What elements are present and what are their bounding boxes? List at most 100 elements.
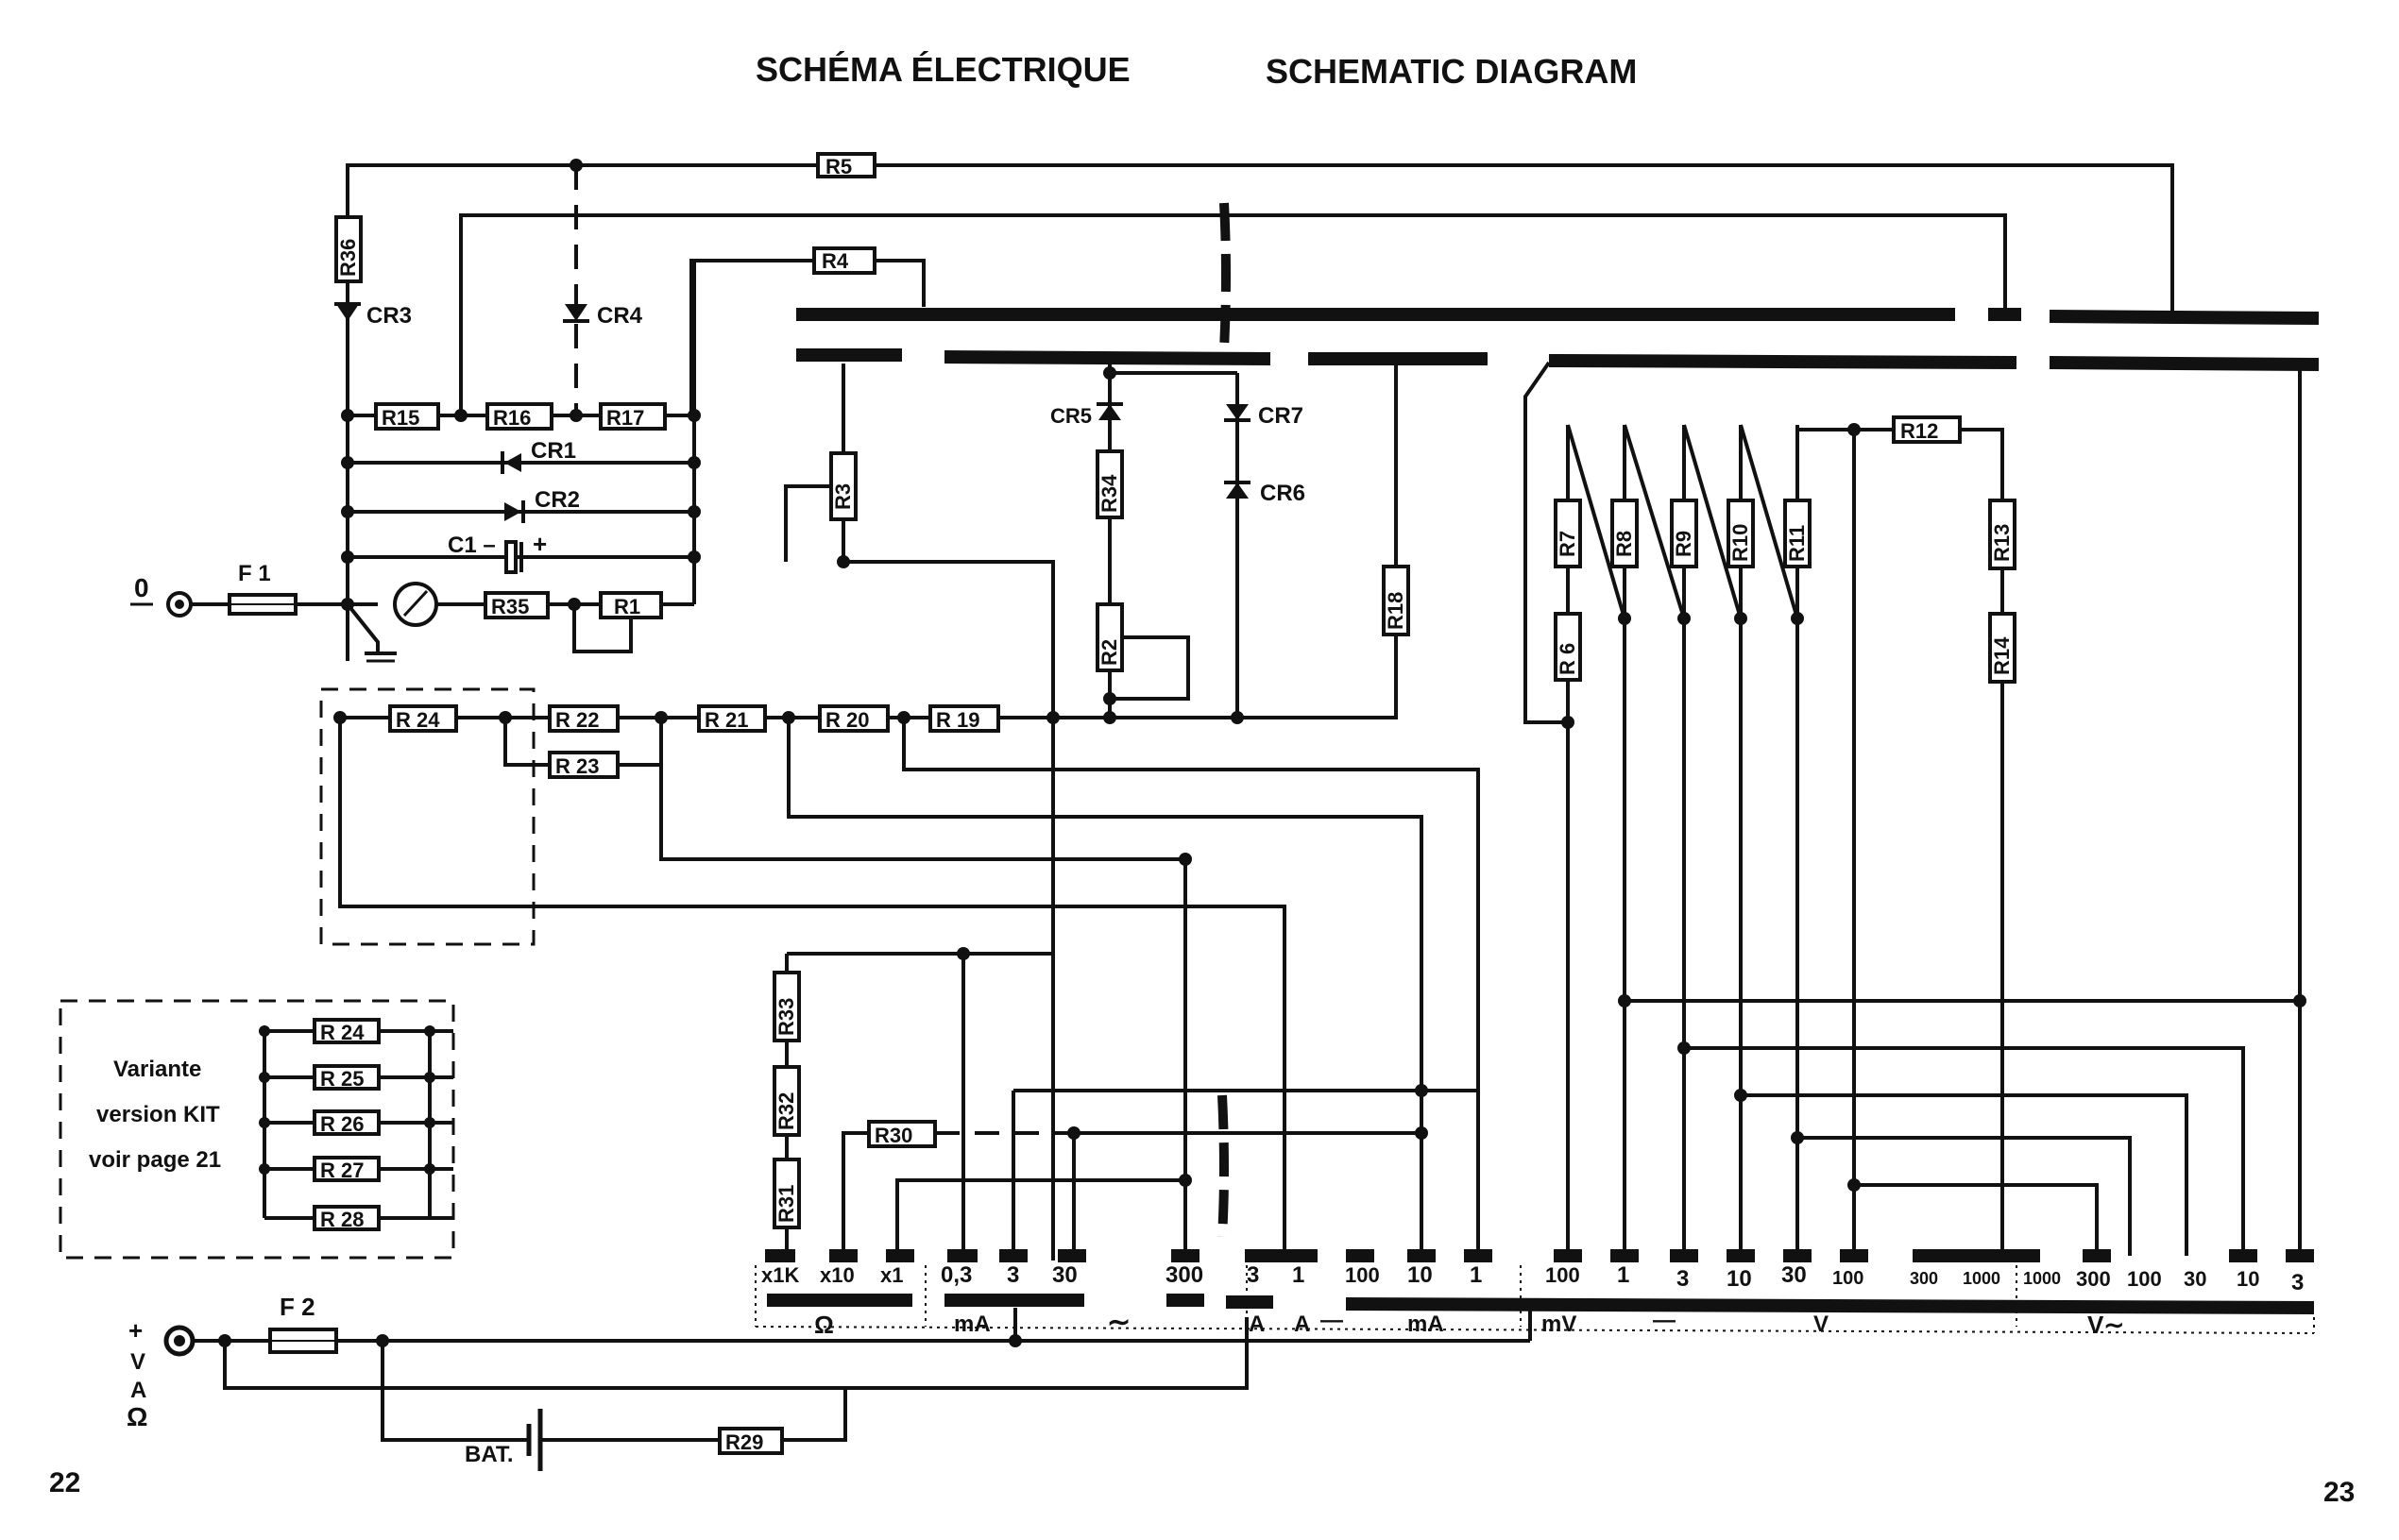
resistor-r36: R36 xyxy=(334,215,363,283)
r34-label: R34 xyxy=(1097,474,1121,513)
switch-bus-lower xyxy=(796,348,2320,371)
r7-label: R7 xyxy=(1556,531,1579,557)
resistor-r6: R 6 xyxy=(1554,612,1582,682)
group-ma-ac: mA xyxy=(954,1312,991,1337)
r35-label: R35 xyxy=(491,595,529,618)
r30-label: R30 xyxy=(875,1124,912,1147)
cr2-label: CR2 xyxy=(535,487,580,513)
pos-10-vac: 10 xyxy=(2237,1267,2259,1291)
pos-3-ma: 3 xyxy=(1007,1262,1019,1288)
resistor-r1: R1 xyxy=(572,591,663,653)
variant-r24-label: R 24 xyxy=(320,1021,365,1044)
r20-label: R 20 xyxy=(825,708,869,732)
fuse-f1: F 1 xyxy=(228,561,298,616)
junction-dots xyxy=(218,159,2306,1347)
group-dc-symbol-2: — xyxy=(1653,1308,1676,1333)
pos-3-vac: 3 xyxy=(2291,1270,2304,1295)
title-french: SCHÉMA ÉLECTRIQUE xyxy=(756,50,1131,89)
resistor-r4: R4 xyxy=(812,246,876,275)
pos-10-v: 10 xyxy=(1727,1266,1752,1292)
resistor-r12: R12 xyxy=(1892,415,1962,444)
r33-label: R33 xyxy=(774,998,798,1036)
r30-left xyxy=(842,1131,869,1256)
resistor-r29: R29 xyxy=(718,1427,784,1455)
variant-box xyxy=(59,999,455,1260)
pos-300-ma: 300 xyxy=(1165,1262,1203,1288)
diode-cr6: CR6 xyxy=(1224,481,1305,506)
variant-r25-label: R 25 xyxy=(320,1067,364,1091)
resistor-r20: R 20 xyxy=(818,704,890,733)
r22-label: R 22 xyxy=(555,708,599,732)
pos-x1k: x1K xyxy=(761,1263,799,1287)
group-ma-dc: mA xyxy=(1407,1312,1444,1337)
resistor-r11: R11 xyxy=(1783,499,1812,568)
pos-0-3: 0,3 xyxy=(941,1262,972,1288)
r29-label: R29 xyxy=(725,1430,763,1454)
diode-cr3: CR3 xyxy=(334,302,412,329)
group-ohm: Ω xyxy=(814,1311,834,1339)
switch-bus-upper xyxy=(796,308,2320,325)
pos-1000-v: 1000 xyxy=(1963,1269,2000,1288)
variant-text-1: Variante xyxy=(113,1057,201,1082)
diode-cr5: CR5 xyxy=(1050,402,1123,428)
resistor-r7: R7 xyxy=(1554,499,1582,568)
page-number-left: 22 xyxy=(49,1467,80,1498)
variant-r27-label: R 27 xyxy=(320,1159,364,1182)
variant-text-2: version KIT xyxy=(96,1102,220,1127)
resistor-r13: R13 xyxy=(1988,499,2016,570)
group-ac-symbol: ∼ xyxy=(1107,1307,1131,1338)
resistor-r17: R17 xyxy=(599,402,667,431)
r19-label: R 19 xyxy=(936,708,979,732)
r18-label: R18 xyxy=(1384,592,1407,630)
input-plus-terminal: + V A Ω xyxy=(127,1316,196,1431)
variant-text-3: voir page 21 xyxy=(89,1147,221,1173)
pos-100-vac: 100 xyxy=(2127,1267,2162,1291)
resistor-r22: R 22 xyxy=(548,704,620,733)
pos-1-v: 1 xyxy=(1617,1262,1629,1288)
top-wiring xyxy=(346,163,2174,415)
resistor-r3: R3 xyxy=(784,451,858,562)
range-group-dotted xyxy=(755,1265,2315,1334)
r11-label: R11 xyxy=(1785,525,1809,562)
cr7-label: CR7 xyxy=(1258,403,1303,429)
resistor-r35: R35 xyxy=(484,591,550,619)
return-wire xyxy=(223,1317,1249,1390)
bat-label: BAT. xyxy=(465,1442,514,1467)
input-zero-label: 0 xyxy=(134,573,149,602)
r2-label: R2 xyxy=(1097,639,1121,666)
pos-3-v: 3 xyxy=(1676,1266,1689,1292)
resistor-r18: R18 xyxy=(1382,359,1410,718)
r12-label: R12 xyxy=(1900,419,1938,443)
resistor-r16: R16 xyxy=(485,402,553,431)
resistor-r24: R 24 xyxy=(388,704,458,733)
r36-label: R36 xyxy=(336,239,360,277)
input-zero-terminal: 0 xyxy=(130,573,193,618)
resistor-r21: R 21 xyxy=(697,704,767,733)
r24-return xyxy=(338,718,1286,1261)
variant-r27: R 27 xyxy=(313,1156,381,1182)
pos-3-a: 3 xyxy=(1247,1262,1259,1288)
r1-label: R1 xyxy=(614,595,640,618)
resistor-r5: R5 xyxy=(816,152,876,178)
pos-100-v: 100 xyxy=(1832,1268,1863,1289)
plus-label: + xyxy=(128,1316,143,1345)
switch-coupling-bottom xyxy=(1217,1094,1229,1238)
r3-label: R3 xyxy=(831,483,855,510)
resistor-r32: R32 xyxy=(773,1065,801,1137)
group-a-ac: A xyxy=(1249,1312,1265,1337)
pos-300-vac: 300 xyxy=(2076,1267,2111,1291)
diode-cr4: CR4 xyxy=(563,303,643,329)
pos-x10: x10 xyxy=(820,1263,855,1287)
f2-label: F 2 xyxy=(280,1293,315,1321)
resistor-r8: R8 xyxy=(1610,499,1639,568)
resistor-r9: R9 xyxy=(1670,499,1698,568)
resistor-r14: R14 xyxy=(1988,612,2016,684)
group-dc-symbol-1: — xyxy=(1320,1308,1343,1333)
mid-to-switch-wires xyxy=(659,718,1480,1256)
variant-r28: R 28 xyxy=(313,1205,381,1231)
dashed-box-r24 xyxy=(319,687,536,946)
cr3-label: CR3 xyxy=(366,303,412,329)
r23-label: R 23 xyxy=(555,754,599,778)
ohm-label: Ω xyxy=(127,1402,147,1431)
diode-cr7: CR7 xyxy=(1224,403,1303,429)
